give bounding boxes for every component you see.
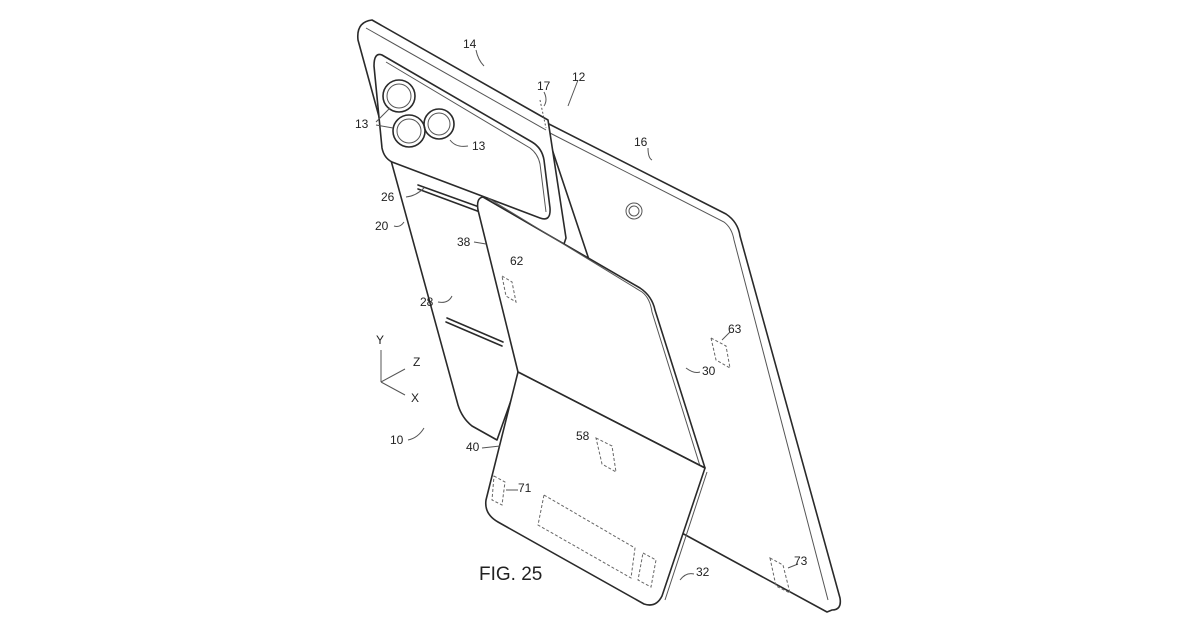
label-32: 32: [696, 565, 710, 579]
label-16: 16: [634, 135, 648, 149]
label-12: 12: [572, 70, 586, 84]
reference-labels: 14 17 12 13 13 16 26 20 38 62 28 63 30 1…: [355, 37, 808, 585]
label-58: 58: [576, 429, 590, 443]
fold-axis-17: [539, 99, 547, 129]
axis-z-label: Z: [413, 355, 420, 369]
label-10: 10: [390, 433, 404, 447]
axis-y-label: Y: [376, 333, 384, 347]
axis-triad: Y Z X: [376, 333, 420, 405]
camera-module: [373, 53, 551, 220]
right-panel-16: [544, 121, 842, 613]
figure-title: FIG. 25: [479, 564, 542, 585]
label-38: 38: [457, 235, 471, 249]
axis-x-label: X: [411, 391, 419, 405]
label-30: 30: [702, 364, 716, 378]
label-14: 14: [463, 37, 477, 51]
kickstand-30: [476, 196, 791, 606]
slot-26: [417, 184, 483, 213]
slot-28: [445, 317, 504, 347]
label-20: 20: [375, 219, 389, 233]
label-13a: 13: [355, 117, 369, 131]
label-26: 26: [381, 190, 395, 204]
label-28: 28: [420, 295, 434, 309]
label-17: 17: [537, 79, 551, 93]
label-71: 71: [518, 481, 532, 495]
panel-40: [484, 371, 706, 606]
label-63: 63: [728, 322, 742, 336]
label-40: 40: [466, 440, 480, 454]
label-62: 62: [510, 254, 524, 268]
camera-lens: [382, 79, 455, 148]
leader-lines: [375, 49, 799, 581]
label-73: 73: [794, 554, 808, 568]
label-13b: 13: [472, 139, 486, 153]
